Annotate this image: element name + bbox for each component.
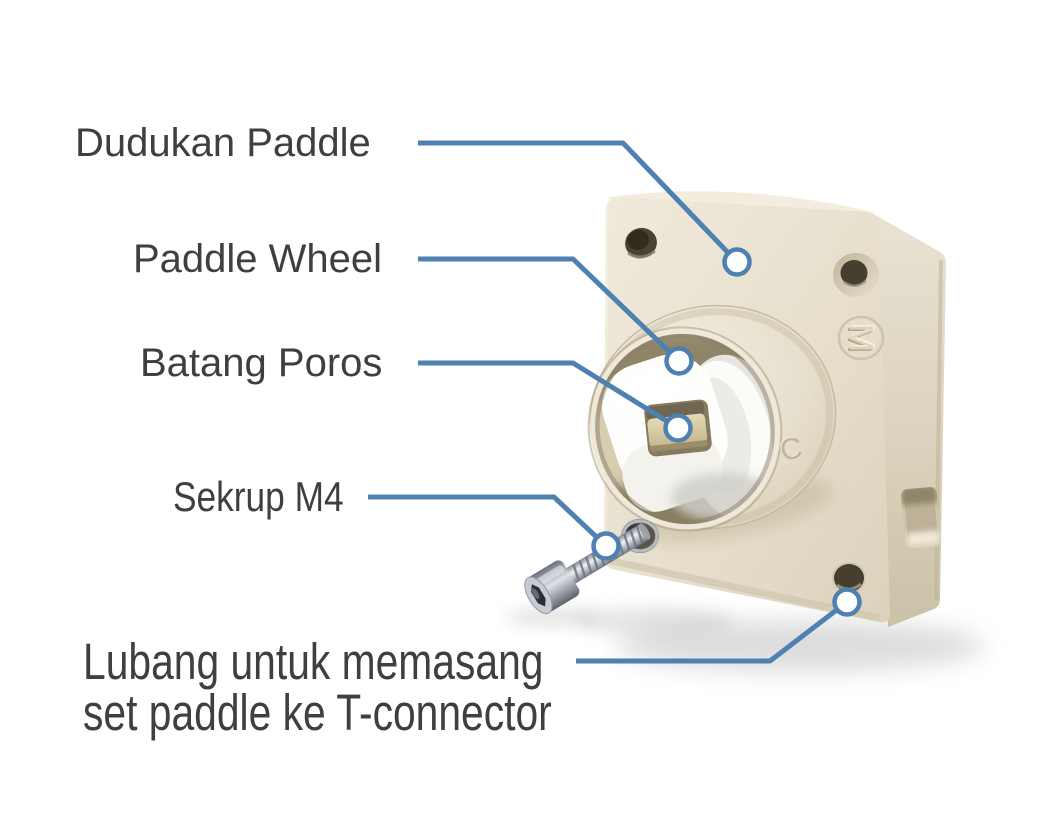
- label-lubang-line2: set paddle ke T-connector: [83, 684, 552, 741]
- leader-paddle-wheel: [418, 256, 681, 363]
- label-sekrup-m4: Sekrup M4: [173, 473, 344, 520]
- leader-sekrup-m4: [368, 494, 608, 548]
- m-mark-shadow: M: [840, 325, 878, 353]
- leader-lubang: [576, 600, 849, 664]
- marker-dudukan-paddle: [722, 247, 752, 277]
- marker-paddle-wheel: [664, 346, 694, 376]
- side-notch: [900, 486, 941, 549]
- label-batang-poros: Batang Poros: [140, 341, 383, 385]
- m-mark-highlight: M: [843, 322, 881, 350]
- marker-lubang: [832, 587, 862, 617]
- marker-sekrup-m4: [591, 531, 621, 561]
- leader-batang-poros: [418, 360, 680, 431]
- m-mark-text: M: [842, 324, 880, 352]
- mounting-hole-top-right: [833, 253, 879, 297]
- mounting-hole-top-left: [625, 227, 657, 259]
- label-paddle-wheel: Paddle Wheel: [133, 237, 383, 281]
- mounting-hole-bottom-right: [832, 562, 866, 594]
- label-lubang-line1: Lubang untuk memasang: [83, 633, 544, 690]
- m-mark: M M M: [837, 315, 885, 361]
- label-lubang-t-connector: Lubang untuk memasang set paddle ke T-co…: [83, 636, 552, 738]
- marker-batang-poros: [663, 413, 693, 443]
- label-dudukan-paddle: Dudukan Paddle: [75, 121, 371, 165]
- leader-dudukan-paddle: [418, 140, 739, 264]
